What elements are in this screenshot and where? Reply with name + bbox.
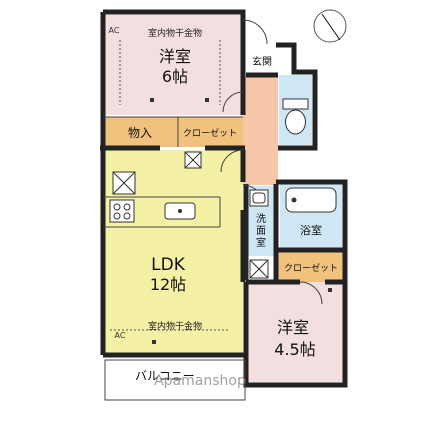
- washroom-label-line3: 室: [256, 236, 266, 249]
- balcony-label: バルコニー: [135, 369, 195, 383]
- walls: [100, 9, 348, 388]
- ventilation-fan-icon: [184, 151, 202, 169]
- range-hood-icon: [112, 171, 136, 195]
- outlet-marks: [150, 98, 332, 344]
- drying-rod-lines: [110, 40, 230, 331]
- washroom-label-line1: 洗: [256, 213, 266, 225]
- closet-top-label: クローゼット: [183, 127, 237, 139]
- entrance-fill: [248, 50, 274, 72]
- kitchen-sink-icon: [164, 202, 196, 220]
- storage-label: 物入: [128, 126, 152, 140]
- western-room-45-size: 4.5帖: [274, 340, 315, 359]
- ldk-ac: AC: [115, 331, 126, 340]
- washroom-label-line2: 面: [256, 226, 266, 237]
- balcony-fill: [105, 360, 245, 400]
- western-room-6-name: 洋室: [159, 47, 191, 66]
- storage-fill: [103, 117, 178, 147]
- ldk-drying-note: 室内物干金物: [148, 320, 202, 332]
- closet-bottom-fill: [278, 252, 343, 282]
- bath-label: 浴室: [300, 223, 322, 237]
- corridor-fill: [243, 75, 278, 185]
- western-room-45-fill: [246, 282, 346, 382]
- western-room-6-drying-note: 室内物干金物: [148, 27, 202, 39]
- western-room-45-name: 洋室: [277, 318, 309, 337]
- western-room-6-ac: AC: [109, 26, 120, 35]
- ldk-name: LDK: [151, 255, 186, 275]
- entrance-label: 玄関: [252, 55, 272, 68]
- toilet-icon: [282, 98, 309, 135]
- watermark: Apamanshop: [154, 373, 246, 389]
- bathtub-icon: [285, 187, 337, 213]
- washbasin-icon: [249, 189, 269, 207]
- interior-lines: [103, 116, 246, 401]
- western-room-6-size: 6帖: [162, 67, 188, 86]
- ventilation-fan-icon: [249, 259, 269, 279]
- stove-icon: [109, 199, 135, 223]
- north-arrow-icon: [313, 9, 347, 43]
- closet-top-fill: [178, 117, 243, 147]
- ldk-size: 12帖: [150, 275, 186, 294]
- closet-bottom-label: クローゼット: [284, 262, 338, 274]
